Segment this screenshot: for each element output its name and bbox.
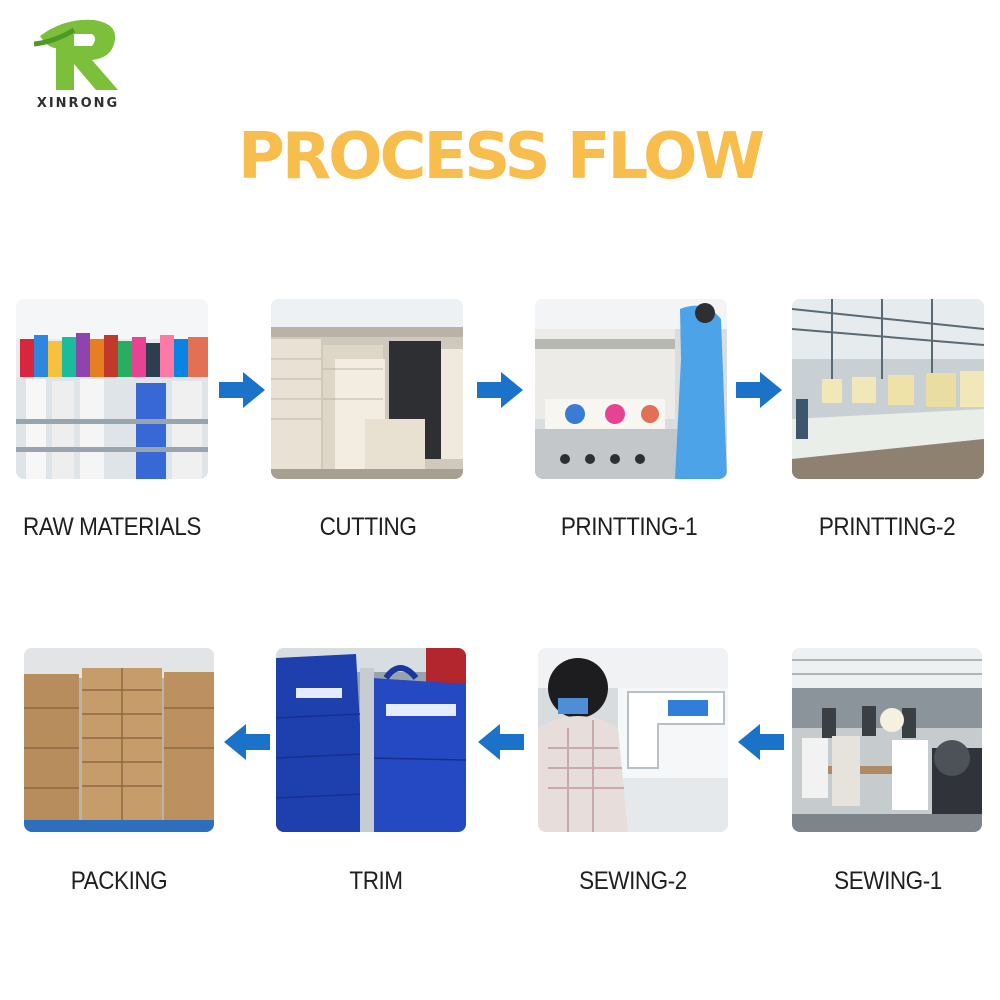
- brand-name: XINRONG: [36, 96, 120, 111]
- step-label-cutting: CUTTING: [319, 513, 417, 541]
- step-label-sewing-1: SEWING-1: [834, 867, 942, 895]
- arrow-right-icon: [477, 372, 523, 408]
- sewing-machine-photo: [538, 648, 728, 832]
- cut-fabric-stacks-photo: [271, 299, 463, 479]
- printing-machine-photo: [535, 299, 727, 479]
- arrow-left-icon: [224, 724, 270, 760]
- step-label-printting-1: PRINTTING-1: [560, 513, 698, 541]
- arrow-right-icon: [736, 372, 782, 408]
- printing-line-photo: [792, 299, 984, 479]
- step-label-packing: PACKING: [70, 867, 168, 895]
- page-title: PROCESS FLOW: [237, 120, 765, 194]
- step-label-trim: TRIM: [349, 867, 403, 895]
- xinrong-logo-mark-icon: [34, 19, 118, 90]
- step-label-sewing-2: SEWING-2: [579, 867, 687, 895]
- sewing-workshop-photo: [792, 648, 982, 832]
- arrow-left-icon: [738, 724, 784, 760]
- arrow-left-icon: [478, 724, 524, 760]
- blue-bags-photo: [276, 648, 466, 832]
- step-label-raw-materials: RAW MATERIALS: [23, 513, 201, 541]
- cartons-warehouse-photo: [24, 648, 214, 832]
- arrow-right-icon: [219, 372, 265, 408]
- fabric-rolls-photo: [16, 299, 208, 479]
- step-label-printting-2: PRINTTING-2: [818, 513, 956, 541]
- xinrong-logo: XINRONG: [28, 14, 138, 114]
